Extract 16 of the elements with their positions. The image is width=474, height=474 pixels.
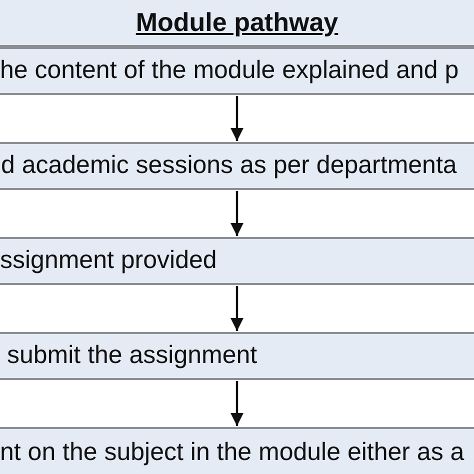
step-band — [0, 237, 474, 285]
arrow — [230, 96, 244, 141]
step-text: submit the assignment — [7, 340, 258, 372]
arrow — [230, 381, 244, 426]
step-band — [0, 427, 474, 474]
heading-text: Module pathway — [136, 6, 338, 39]
step-band — [0, 142, 474, 190]
arrow — [230, 286, 244, 331]
step-text: ssignment provided — [0, 245, 217, 276]
step-text: d academic sessions as per departmenta — [1, 150, 457, 182]
step-text: nt on the subject in the module either as a — [0, 437, 464, 468]
step-text: he content of the module explained and p — [0, 55, 459, 86]
title-band — [0, 0, 474, 47]
step-band — [0, 47, 474, 95]
arrow — [230, 191, 244, 236]
step-band — [0, 332, 474, 380]
